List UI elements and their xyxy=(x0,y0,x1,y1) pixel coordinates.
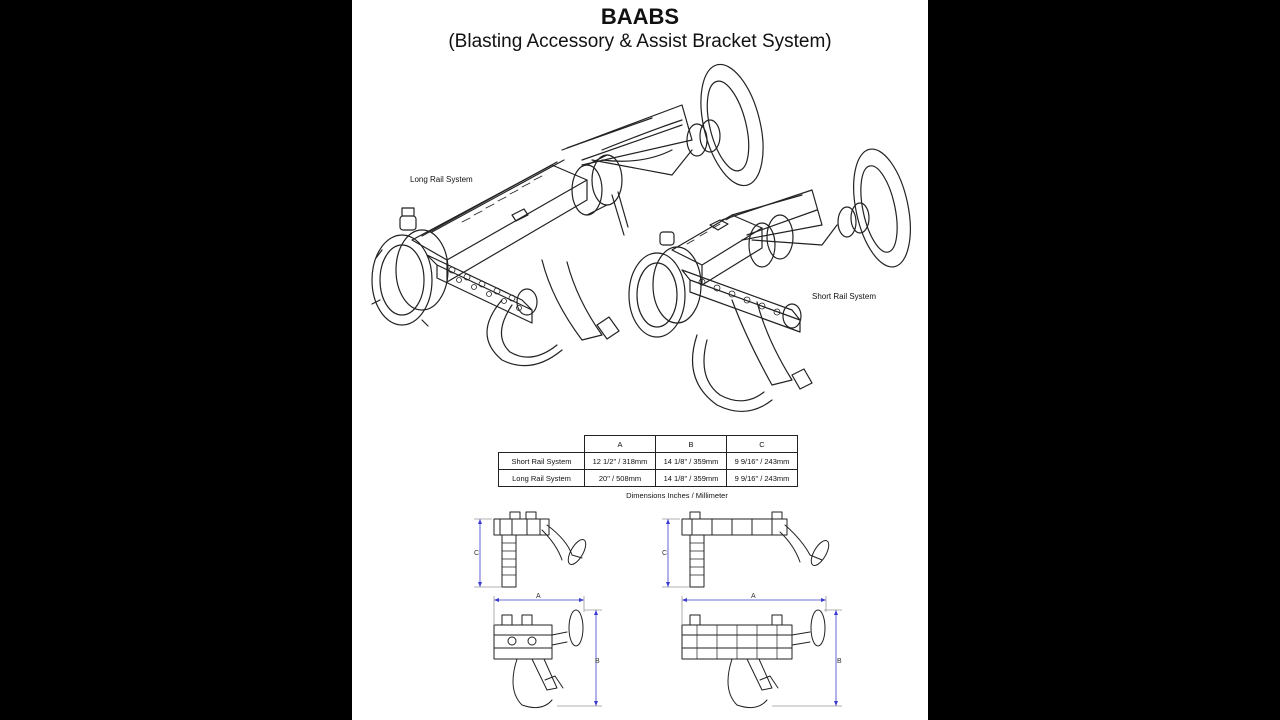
dim-b-left: B xyxy=(595,658,600,665)
product-illustrations: C C A A B B xyxy=(371,63,911,709)
dim-c-right: C xyxy=(662,550,667,557)
dimensions-header-row: A B C xyxy=(499,435,798,453)
table-caption: Dimensions Inches / Millimeter xyxy=(626,491,728,500)
row-label: Short Rail System xyxy=(498,452,585,470)
col-header-b: B xyxy=(655,435,727,453)
long-rail-callout: Long Rail System xyxy=(410,175,473,184)
dim-c-left: C xyxy=(474,550,479,557)
cell-a: 20" / 508mm xyxy=(584,469,656,487)
long-rail-side-view xyxy=(681,609,826,709)
cell-b: 14 1/8" / 359mm xyxy=(655,452,727,470)
table-row: Short Rail System 12 1/2" / 318mm 14 1/8… xyxy=(498,452,798,470)
long-rail-top-view xyxy=(681,511,830,588)
dimensions-table: A B C Short Rail System 12 1/2" / 318mm … xyxy=(498,435,798,487)
short-rail-side-view xyxy=(493,609,584,709)
cell-a: 12 1/2" / 318mm xyxy=(584,452,656,470)
row-label: Long Rail System xyxy=(498,469,585,487)
long-rail-system-illustration xyxy=(371,63,764,367)
dimension-lines xyxy=(474,518,842,707)
col-header-a: A xyxy=(584,435,656,453)
drawing-sheet: BAABS (Blasting Accessory & Assist Brack… xyxy=(352,0,928,720)
dim-a-right: A xyxy=(751,593,756,600)
cell-c: 9 9/16" / 243mm xyxy=(726,452,798,470)
col-header-c: C xyxy=(726,435,798,453)
document-subtitle: (Blasting Accessory & Assist Bracket Sys… xyxy=(448,31,832,52)
short-rail-system-illustration xyxy=(628,148,911,412)
dim-b-right: B xyxy=(837,658,842,665)
table-row: Long Rail System 20" / 508mm 14 1/8" / 3… xyxy=(498,469,798,487)
short-rail-callout: Short Rail System xyxy=(812,292,877,301)
cell-c: 9 9/16" / 243mm xyxy=(726,469,798,487)
document-title: BAABS xyxy=(600,4,680,29)
cell-b: 14 1/8" / 359mm xyxy=(655,469,727,487)
short-rail-top-view xyxy=(493,511,587,588)
dim-a-left: A xyxy=(536,593,541,600)
